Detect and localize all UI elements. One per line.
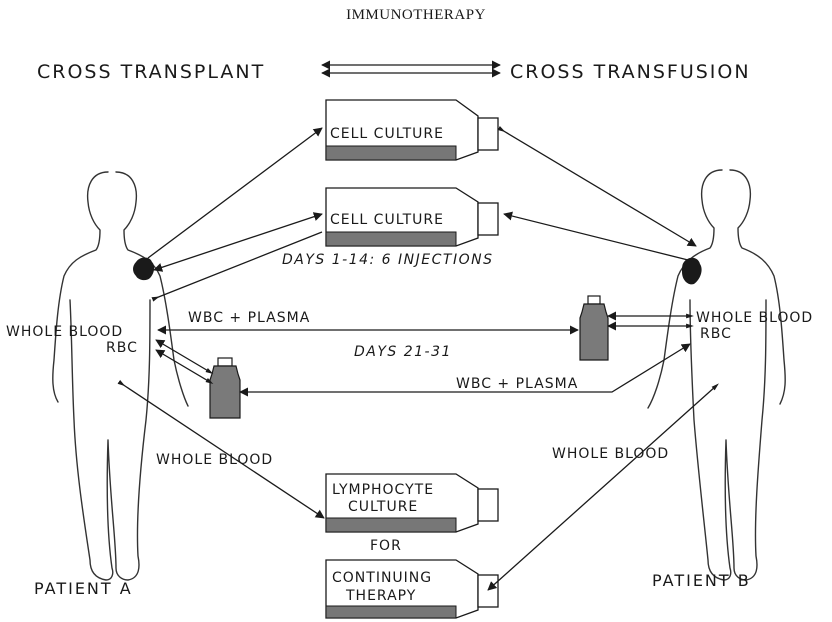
lymphocyte-label-line2: CULTURE bbox=[348, 499, 418, 515]
lymphocyte-label-line1: LYMPHOCYTE bbox=[332, 482, 434, 498]
patient-a-figure bbox=[53, 172, 188, 580]
rbc-a-label: RBC bbox=[106, 340, 138, 356]
patient-a-label: PATIENT A bbox=[34, 579, 133, 598]
whole-blood-b-label: WHOLE BLOOD bbox=[696, 310, 813, 326]
patient-b-figure bbox=[648, 170, 785, 580]
blood-bottle-b bbox=[580, 296, 608, 360]
days-injections-label: DAYS 1-14: 6 INJECTIONS bbox=[282, 252, 493, 268]
for-label: FOR bbox=[370, 538, 402, 554]
diagram-title: IMMUNOTHERAPY bbox=[346, 7, 486, 23]
whole-blood-a-label: WHOLE BLOOD bbox=[6, 324, 123, 340]
patient-b-label: PATIENT B bbox=[652, 571, 751, 590]
wbc-plasma-bottom-label: WBC + PLASMA bbox=[456, 376, 578, 392]
cross-transplant-label: CROSS TRANSPLANT bbox=[37, 61, 265, 83]
whole-blood-lower-a-label: WHOLE BLOOD bbox=[156, 452, 273, 468]
cell-culture-flask-mid: CELL CULTURE bbox=[326, 188, 498, 246]
wbc-plasma-top-label: WBC + PLASMA bbox=[188, 310, 310, 326]
continuing-therapy-flask: CONTINUING THERAPY bbox=[326, 560, 498, 618]
lymphocyte-culture-flask: LYMPHOCYTE CULTURE bbox=[326, 474, 498, 532]
continuing-label-line2: THERAPY bbox=[345, 588, 416, 604]
cell-culture-flask-top: CELL CULTURE bbox=[326, 100, 498, 160]
blood-bottle-a bbox=[210, 358, 240, 418]
cross-exchange-arrows bbox=[322, 65, 500, 73]
whole-blood-lower-b-label: WHOLE BLOOD bbox=[552, 446, 669, 462]
rbc-b-label: RBC bbox=[700, 326, 732, 342]
continuing-label-line1: CONTINUING bbox=[332, 570, 432, 586]
patient-a-tumor bbox=[133, 258, 154, 281]
cell-culture-mid-label: CELL CULTURE bbox=[330, 212, 444, 228]
cell-culture-top-label: CELL CULTURE bbox=[330, 126, 444, 142]
cross-transfusion-label: CROSS TRANSFUSION bbox=[510, 61, 751, 83]
days-21-31-label: DAYS 21-31 bbox=[354, 344, 452, 360]
patient-b-tumor bbox=[682, 258, 702, 285]
